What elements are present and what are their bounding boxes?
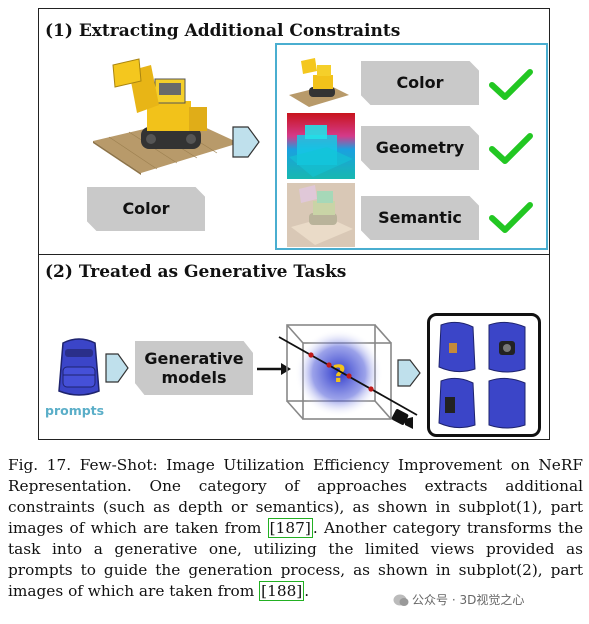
models-label: models — [161, 368, 227, 387]
arrow-pentagon-icon — [232, 126, 260, 158]
check-icon — [489, 202, 533, 233]
generation-cube-diagram: ? — [278, 324, 418, 420]
bulldozer-image — [93, 58, 239, 175]
constraint-tag-geometry: Geometry — [361, 126, 479, 170]
generative-models-tag: Generative models — [135, 341, 253, 395]
constraint-label-geometry: Geometry — [375, 138, 465, 158]
watermark: 公众号 · 3D视觉之心 — [393, 591, 524, 608]
generated-views-image — [427, 313, 541, 437]
check-icon — [489, 133, 533, 164]
constraint-tag-semantic: Semantic — [361, 196, 479, 240]
constraint-label-semantic: Semantic — [378, 208, 462, 228]
panel1-title: (1) Extracting Additional Constraints — [45, 21, 401, 41]
citation-link-188[interactable]: [188] — [259, 581, 305, 601]
figure-caption: Fig. 17. Few-Shot: Image Utilization Eff… — [8, 455, 583, 602]
bulldozer-thumb-image — [289, 58, 349, 107]
constraint-tag-color: Color — [361, 61, 479, 105]
figure-panel: (1) Extracting Additional Constraints Co… — [38, 8, 550, 440]
unknown-mark: ? — [332, 360, 346, 388]
arrow-pentagon-icon — [105, 353, 129, 383]
semantic-map-image — [287, 183, 355, 247]
backpack-image — [58, 338, 100, 396]
wechat-icon — [393, 594, 409, 606]
camera-icon — [391, 409, 413, 429]
caption-text-part3: . — [304, 582, 310, 600]
panel2-title: (2) Treated as Generative Tasks — [45, 262, 347, 282]
arrow-right-icon — [257, 363, 291, 375]
prompts-label: prompts — [45, 403, 105, 418]
generative-label: Generative — [144, 348, 244, 368]
depth-map-image — [287, 113, 355, 179]
arrow-pentagon-icon — [397, 359, 421, 387]
source-color-label: Color — [122, 199, 170, 219]
source-color-tag: Color — [87, 187, 205, 231]
constraint-label-color: Color — [396, 73, 444, 93]
caption-text-part1: Fig. 17. Few-Shot: Image Utilization Eff… — [8, 456, 583, 537]
citation-link-187[interactable]: [187] — [267, 518, 313, 538]
constraints-box — [275, 43, 548, 250]
caption-text-part2: . Another category transforms the task i… — [8, 519, 583, 600]
check-icon — [489, 69, 533, 100]
panel-divider — [39, 254, 549, 255]
watermark-text: 公众号 · 3D视觉之心 — [412, 593, 525, 607]
